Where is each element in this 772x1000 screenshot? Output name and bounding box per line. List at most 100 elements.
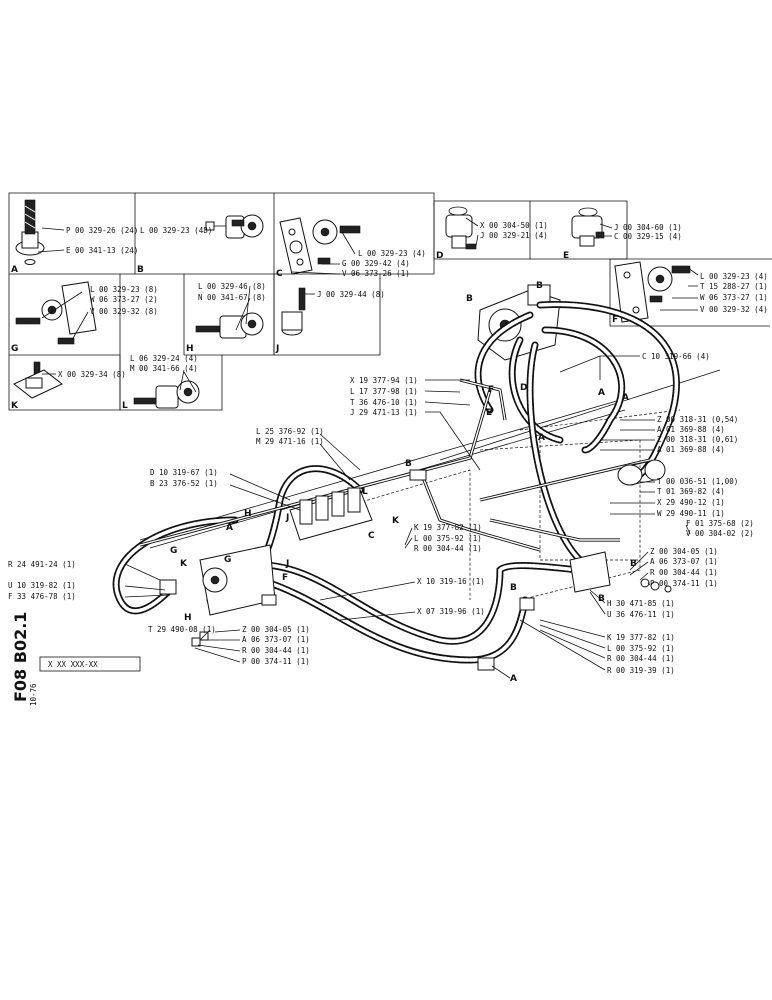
inset-a-labels: A P 00 329-26 (24) E 00 341-13 (24) bbox=[11, 226, 138, 275]
inset-c-label-1: L 00 329-23 (4) bbox=[358, 249, 426, 258]
inset-c-label-2: G 00 329-42 (4) bbox=[342, 259, 410, 268]
inset-k-bolt-drawing bbox=[13, 361, 63, 399]
lower-valve-assembly bbox=[159, 544, 276, 616]
leader-lines bbox=[37, 217, 699, 679]
callout-r00304c: R 00 304-44 (1) bbox=[242, 646, 310, 655]
callout-r00319: R 00 319-39 (1) bbox=[607, 666, 675, 675]
inset-g-letter: G bbox=[11, 344, 18, 354]
callout-u10319: U 10 319-82 (1) bbox=[8, 581, 76, 590]
inset-c-label-3: V 06 373-26 (1) bbox=[342, 269, 410, 278]
inset-j-label-1: J 00 329-44 (8) bbox=[317, 290, 385, 299]
marker-b6: B bbox=[510, 583, 517, 593]
inset-f-labels: F L 00 329-23 (4) T 15 288-27 (1) W 06 3… bbox=[612, 272, 768, 325]
callout-a369b: A 01 369-88 (4) bbox=[657, 445, 725, 454]
callout-l00375b: L 00 375-92 (1) bbox=[607, 644, 675, 653]
inset-d-label-1: X 00 304-50 (1) bbox=[480, 221, 548, 230]
inset-c-labels: C L 00 329-23 (4) G 00 329-42 (4) V 06 3… bbox=[276, 249, 426, 279]
callout-z00304b: Z 00 304-05 (1) bbox=[242, 625, 310, 634]
marker-c1: C bbox=[368, 531, 375, 541]
tank-cylinder bbox=[617, 459, 666, 486]
callout-t01369: T 01 369-82 (4) bbox=[657, 487, 725, 496]
callout-f01375: F 01 375-68 (2) bbox=[686, 519, 754, 528]
inset-c-plate-drawing bbox=[279, 217, 361, 275]
callout-z318b: Z 00 318-31 (0,61) bbox=[657, 435, 738, 444]
inset-h-labels: H L 00 329-46 (8) N 00 341-67 (8) bbox=[186, 282, 266, 354]
inset-l-frame bbox=[119, 355, 223, 411]
inset-j-letter: J bbox=[275, 344, 279, 354]
callout-v00304: V 00 304-02 (2) bbox=[686, 529, 754, 538]
inset-b-labels: B L 00 329-23 (48) bbox=[137, 226, 212, 275]
marker-b3: B bbox=[405, 459, 412, 469]
inset-g-label-3: V 00 329-32 (8) bbox=[90, 307, 158, 316]
inset-f-plate-drawing bbox=[614, 261, 691, 323]
callout-l00375a: L 00 375-92 (1) bbox=[414, 534, 482, 543]
inset-h-letter: H bbox=[186, 344, 194, 354]
inset-l-labels: L L 06 329-24 (4) M 00 341-66 (4) bbox=[122, 354, 198, 411]
inset-d-labels: D X 00 304-50 (1) J 00 329-21 (4) bbox=[436, 221, 548, 261]
inset-b-frame bbox=[135, 192, 275, 275]
inset-f-letter: F bbox=[612, 315, 618, 325]
inset-f-label-4: V 00 329-32 (4) bbox=[700, 305, 768, 314]
ref-box-text: X XX XXX-XX bbox=[48, 660, 98, 669]
inset-a-label-2: E 00 341-13 (24) bbox=[66, 246, 138, 255]
callout-k19377b: K 19 377-82 (1) bbox=[607, 633, 675, 642]
callout-b23376: B 23 376-52 (1) bbox=[150, 479, 218, 488]
inset-g-labels: G L 00 329-23 (8) W 06 373-27 (2) V 00 3… bbox=[11, 285, 158, 354]
inset-j-frame bbox=[273, 274, 381, 356]
inset-a-label-1: P 00 329-26 (24) bbox=[66, 226, 138, 235]
callout-z318a: Z 00 318-31 (0,54) bbox=[657, 415, 738, 424]
marker-e1: E bbox=[486, 408, 492, 418]
marker-k1: K bbox=[392, 516, 400, 526]
inset-e-labels: E J 00 304-60 (1) C 00 329-15 (4) bbox=[563, 223, 682, 261]
marker-a1: A bbox=[622, 393, 629, 403]
marker-b4: B bbox=[630, 559, 637, 569]
callout-p00374b: P 00 374-11 (1) bbox=[242, 657, 310, 666]
inset-e-frame bbox=[530, 200, 628, 260]
callout-x29490: X 29 490-12 (1) bbox=[657, 498, 725, 507]
inset-g-label-2: W 06 373-27 (2) bbox=[90, 295, 158, 304]
inset-k-labels: K X 00 329-34 (8) bbox=[11, 370, 126, 411]
inset-d-fitting-drawing bbox=[445, 206, 477, 250]
callout-u36476: U 36 476-11 (1) bbox=[607, 610, 675, 619]
inset-e-label-2: C 00 329-15 (4) bbox=[614, 232, 682, 241]
callout-k19377a: K 19 377-82 (1) bbox=[414, 523, 482, 532]
callout-d10319: D 10 319-67 (1) bbox=[150, 468, 218, 477]
marker-b5: B bbox=[598, 594, 605, 604]
inset-g-frame bbox=[8, 274, 121, 356]
sheet-code: F08 B02.1 bbox=[11, 612, 30, 702]
callout-l25376: L 25 376-92 (1) bbox=[256, 427, 324, 436]
marker-j2: J bbox=[285, 559, 289, 569]
inset-a-bolt-drawing bbox=[15, 199, 45, 265]
letter-markers: B B D E F A A B L K C J H A G K G H J F … bbox=[170, 281, 637, 684]
callout-j29471: J 29 471-13 (1) bbox=[350, 408, 418, 417]
callout-a06373b: A 06 373-07 (1) bbox=[242, 635, 310, 644]
inset-f-frame bbox=[609, 258, 772, 327]
inset-b-letter: B bbox=[137, 265, 144, 275]
rigid-pipes bbox=[139, 378, 651, 552]
inset-l-label-1: L 06 329-24 (4) bbox=[130, 354, 198, 363]
callout-p00374a: P 00 374-11 (1) bbox=[650, 579, 718, 588]
marker-h2: H bbox=[184, 613, 192, 623]
inset-g-flange-drawing bbox=[15, 281, 97, 345]
main-callouts: C 10 319-66 (4) X 19 377-94 (1) L 17 377… bbox=[8, 352, 754, 675]
callout-f33476: F 33 476-78 (1) bbox=[8, 592, 76, 601]
inset-d-letter: D bbox=[436, 251, 443, 261]
inset-e-letter: E bbox=[563, 251, 569, 261]
callout-t36476: T 36 476-10 (1) bbox=[350, 398, 418, 407]
ref-box bbox=[39, 656, 141, 672]
inset-k-letter: K bbox=[11, 401, 19, 411]
inset-d-label-2: J 00 329-21 (4) bbox=[480, 231, 548, 240]
callout-r00304d: R 00 304-44 (1) bbox=[607, 654, 675, 663]
marker-l1: L bbox=[362, 487, 368, 497]
marker-f2: F bbox=[282, 573, 288, 583]
marker-b2: B bbox=[536, 281, 543, 291]
inset-panels bbox=[8, 192, 772, 411]
marker-j1: J bbox=[285, 513, 289, 523]
inset-j-bolt-drawing bbox=[281, 287, 306, 336]
callout-w29490: W 29 490-11 (1) bbox=[657, 509, 725, 518]
callout-a369a: A 01 369-88 (4) bbox=[657, 425, 725, 434]
callout-x07319: X 07 319-96 (1) bbox=[417, 607, 485, 616]
inset-j-labels: J J 00 329-44 (8) bbox=[275, 290, 385, 354]
inset-c-letter: C bbox=[276, 269, 283, 279]
